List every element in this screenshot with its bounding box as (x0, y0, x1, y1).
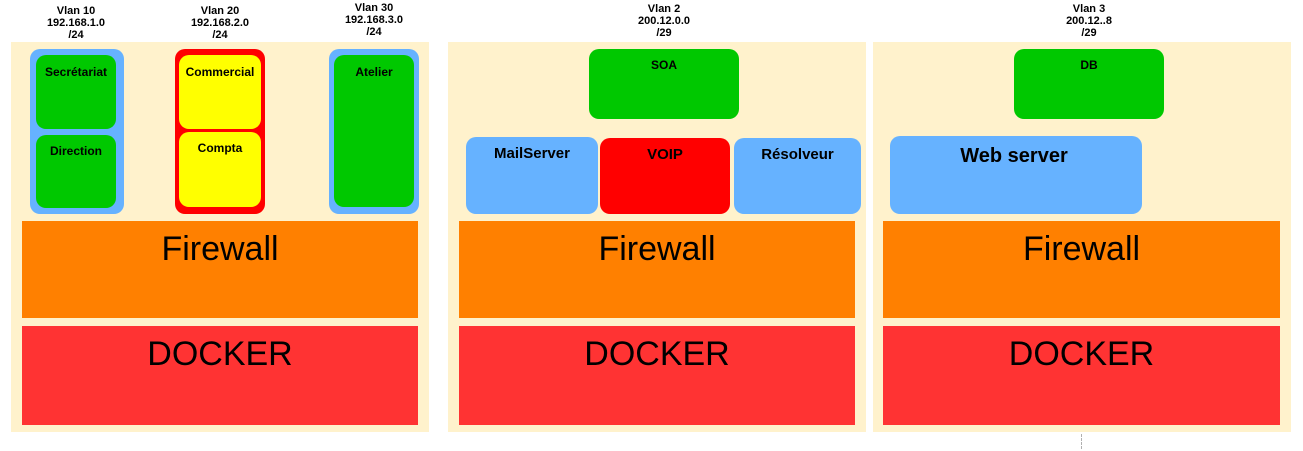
compta-box: Compta (179, 132, 261, 207)
db-box: DB (1014, 49, 1164, 119)
mailserver-box: MailServer (466, 137, 598, 214)
webserver-box: Web server (890, 136, 1142, 214)
firewall-label: Firewall (1022, 230, 1141, 268)
dashed-guide (1081, 434, 1083, 449)
vlan-network: 192.168.3.0 (344, 14, 404, 26)
firewall-layer-2: Firewall (459, 221, 855, 318)
docker-layer-3: DOCKER (883, 326, 1280, 425)
vlan-network: 192.168.2.0 (190, 17, 250, 29)
vlan-network: 200.12.0.0 (638, 15, 690, 27)
firewall-label: Firewall (598, 230, 716, 268)
compta-label: Compta (197, 141, 243, 155)
docker-layer-2: DOCKER (459, 326, 855, 425)
firewall-layer-1: Firewall (22, 221, 418, 318)
vlan2-label: Vlan 2 200.12.0.0 /29 (624, 3, 704, 39)
vlan3-label: Vlan 3 200.12..8 /29 (1049, 3, 1129, 39)
vlan-network: 192.168.1.0 (46, 17, 106, 29)
firewall-layer-3: Firewall (883, 221, 1280, 318)
atelier-box: Atelier (334, 55, 414, 207)
docker-layer-1: DOCKER (22, 326, 418, 425)
docker-label: DOCKER (1008, 335, 1155, 373)
mailserver-label: MailServer (494, 145, 570, 162)
vlan-name: Vlan 10 (56, 5, 96, 17)
docker-label: DOCKER (147, 335, 293, 373)
webserver-label: Web server (960, 145, 1068, 167)
commercial-label: Commercial (185, 65, 255, 79)
vlan-name: Vlan 3 (1072, 3, 1106, 15)
soa-box: SOA (589, 49, 739, 119)
resolveur-label: Résolveur (761, 146, 834, 163)
vlan-name: Vlan 20 (200, 5, 240, 17)
vlan-mask: /29 (1081, 27, 1097, 39)
secretariat-label: Secrétariat (44, 65, 108, 79)
direction-label: Direction (49, 144, 102, 158)
docker-label: DOCKER (584, 335, 730, 373)
direction-box: Direction (36, 135, 116, 208)
vlan-mask: /24 (366, 26, 382, 38)
vlan-name: Vlan 2 (647, 3, 681, 15)
voip-label: VOIP (647, 146, 683, 163)
vlan-mask: /24 (212, 29, 228, 41)
firewall-label: Firewall (161, 230, 279, 268)
secretariat-box: Secrétariat (36, 55, 116, 129)
commercial-box: Commercial (179, 55, 261, 129)
db-label: DB (1080, 58, 1098, 72)
vlan10-label: Vlan 10 192.168.1.0 /24 (36, 5, 116, 41)
vlan-mask: /29 (656, 27, 672, 39)
vlan30-label: Vlan 30 192.168.3.0 /24 (334, 2, 414, 38)
vlan20-label: Vlan 20 192.168.2.0 /24 (180, 5, 260, 41)
atelier-label: Atelier (355, 65, 393, 79)
resolveur-box: Résolveur (734, 138, 861, 214)
vlan-name: Vlan 30 (354, 2, 394, 14)
voip-box: VOIP (600, 138, 730, 214)
vlan-mask: /24 (68, 29, 84, 41)
vlan-network: 200.12..8 (1066, 15, 1112, 27)
soa-label: SOA (650, 58, 677, 72)
